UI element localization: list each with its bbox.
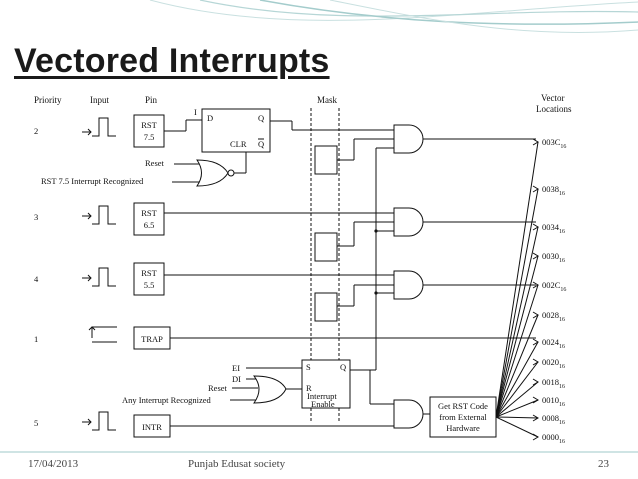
- pin-rst75: [133, 114, 165, 148]
- pin-rst55: [133, 262, 165, 296]
- enable-or-gate: [252, 375, 287, 404]
- mask-latch: [314, 232, 338, 262]
- header-vector: Vector: [541, 93, 565, 103]
- slide-title: Vectored Interrupts: [14, 42, 330, 80]
- vector-location: 003416: [542, 222, 565, 235]
- reset-nor-gate: [196, 159, 229, 187]
- fanout-arrowhead: [532, 378, 539, 386]
- fanout-arrowhead: [532, 396, 539, 404]
- rst75-recognized-label: RST 7.5 Interrupt Recognized: [41, 176, 144, 186]
- pin-label: INTR: [142, 422, 162, 432]
- ff-q-label: Q: [258, 113, 264, 123]
- ff-clock-label: I: [194, 107, 197, 117]
- fanout-arrowhead: [532, 358, 539, 366]
- fanout-arrowhead: [532, 281, 539, 289]
- pin-label: TRAP: [141, 334, 163, 344]
- ff-qbar-label: Q: [258, 139, 264, 149]
- ie-r-label: R: [306, 383, 312, 393]
- fanout-arrowhead: [532, 223, 539, 231]
- rst-code-line: Hardware: [446, 423, 480, 433]
- fanout-line: [495, 188, 539, 418]
- footer-page-number: 23: [598, 458, 609, 470]
- pin-label: 6.5: [144, 220, 155, 230]
- fanout-line: [495, 226, 539, 418]
- fanout-line: [495, 361, 539, 418]
- vector-location: 000016: [542, 432, 565, 445]
- rst75-flipflop: [201, 108, 271, 153]
- ff-clr-label: CLR: [230, 139, 247, 149]
- vector-location-list: 003C16 003816 003416 003016 002C16 002816 0024…: [542, 137, 566, 445]
- vector-location: 003816: [542, 184, 565, 197]
- header-pin: Pin: [145, 95, 158, 105]
- interrupt-circuit: Priority Input Pin Mask Vector Locations…: [34, 93, 572, 445]
- fanout-arrowhead: [532, 414, 539, 422]
- vector-location: 003C16: [542, 137, 566, 150]
- ff-d-label: D: [207, 113, 213, 123]
- fanout-line: [495, 399, 539, 418]
- header-mask: Mask: [317, 95, 337, 105]
- and-gate-rst55: [393, 270, 424, 300]
- row-priority: 1: [34, 334, 38, 344]
- ie-label-1: Interrupt: [307, 391, 337, 401]
- pin-label: RST: [141, 120, 157, 130]
- mask-latch: [314, 145, 338, 175]
- fanout-arrowhead: [532, 433, 539, 441]
- rst-code-line: from External: [439, 412, 487, 422]
- ie-s-label: S: [306, 362, 311, 372]
- fanout-arrowhead: [532, 252, 539, 260]
- vector-location: 002816: [542, 310, 565, 323]
- ie-label-2: Enable: [311, 399, 335, 409]
- fanout-line: [495, 341, 539, 418]
- vector-location: 003016: [542, 251, 565, 264]
- and-gate-rst65: [393, 207, 424, 237]
- ei-label: EI: [232, 363, 240, 373]
- fanout-arrowhead: [532, 311, 539, 319]
- footer-date: 17/04/2013: [28, 458, 79, 470]
- vector-location: 002016: [542, 357, 565, 370]
- row-priority: 2: [34, 126, 38, 136]
- footer-organization: Punjab Edusat society: [188, 458, 286, 470]
- fanout-line: [495, 284, 539, 418]
- pin-rst65: [133, 202, 165, 236]
- pin-label: RST: [141, 268, 157, 278]
- and-gate-intr: [393, 399, 424, 429]
- fanout-line: [495, 141, 539, 418]
- row-priority: 5: [34, 418, 38, 428]
- fanout-line: [495, 381, 539, 418]
- and-gate-rst75: [393, 124, 424, 154]
- vector-location: 002416: [542, 337, 565, 350]
- header-locations: Locations: [536, 104, 572, 114]
- any-recognized-label: Any Interrupt Recognized: [122, 395, 211, 405]
- fanout-arrowhead: [532, 338, 539, 346]
- interrupt-diagram: Priority Input Pin Mask Vector Locations…: [24, 86, 606, 446]
- reset-label: Reset: [145, 158, 165, 168]
- pin-label: 5.5: [144, 280, 155, 290]
- vector-location: 001016: [542, 395, 565, 408]
- header-input: Input: [90, 95, 109, 105]
- reset2-label: Reset: [208, 383, 228, 393]
- rst-code-box: [429, 396, 497, 438]
- fanout-line: [495, 416, 539, 438]
- ie-q-label: Q: [340, 362, 346, 372]
- vector-fanout-lines: [495, 138, 539, 441]
- fanout-arrowhead: [532, 185, 539, 193]
- vector-location: 002C16: [542, 280, 566, 293]
- header-priority: Priority: [34, 95, 62, 105]
- mask-latch: [314, 292, 338, 322]
- fanout-line: [495, 416, 539, 419]
- di-label: DI: [232, 374, 241, 384]
- vector-location: 001816: [542, 377, 565, 390]
- vector-location: 000816: [542, 413, 565, 426]
- row-priority: 3: [34, 212, 38, 222]
- rst-code-line: Get RST Code: [438, 401, 488, 411]
- pin-label: RST: [141, 208, 157, 218]
- fanout-arrowhead: [532, 138, 539, 146]
- row-priority: 4: [34, 274, 39, 284]
- fanout-line: [495, 314, 539, 418]
- interrupt-enable-flipflop: [301, 359, 351, 409]
- fanout-line: [495, 255, 539, 418]
- pin-label: 7.5: [144, 132, 155, 142]
